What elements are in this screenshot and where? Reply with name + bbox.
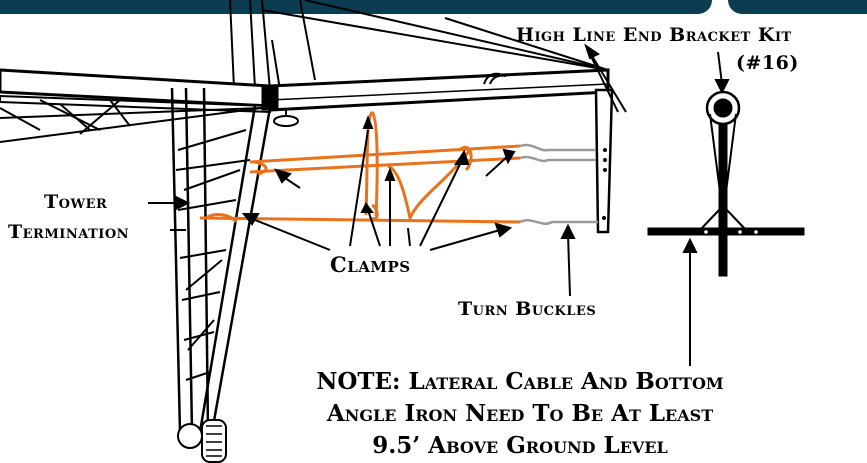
termination-label: Termination (8, 221, 130, 243)
tower-wheel (177, 419, 227, 463)
lateral-cables (199, 110, 521, 224)
bracket-kit-symbol (647, 90, 805, 277)
note-line-3: 9.5’ Above Ground Level (372, 432, 668, 459)
bracket-kit-number: (#16) (736, 52, 799, 74)
tower-braces (175, 129, 251, 381)
beam-joint (261, 85, 279, 111)
label-arrows (148, 43, 730, 366)
truss (0, 99, 263, 143)
beam-hanger (273, 110, 299, 127)
tower-label: Tower (44, 191, 108, 213)
post-holes (602, 148, 607, 220)
guy-wires (261, 0, 609, 71)
bracket-kit-label: High Line End Bracket Kit (516, 24, 792, 46)
mast-lines (229, 0, 316, 91)
main-beam (0, 68, 610, 114)
turn-buckles (519, 143, 598, 225)
clamps-label: Clamps (330, 252, 411, 277)
turn-buckles-label: Turn Buckles (458, 298, 597, 320)
note-line-1: NOTE: Lateral Cable And Bottom (316, 368, 724, 395)
header-bar-left (0, 0, 712, 14)
note-line-2: Angle Iron Need To Be At Least (326, 400, 714, 427)
header-bar-right (728, 0, 867, 14)
